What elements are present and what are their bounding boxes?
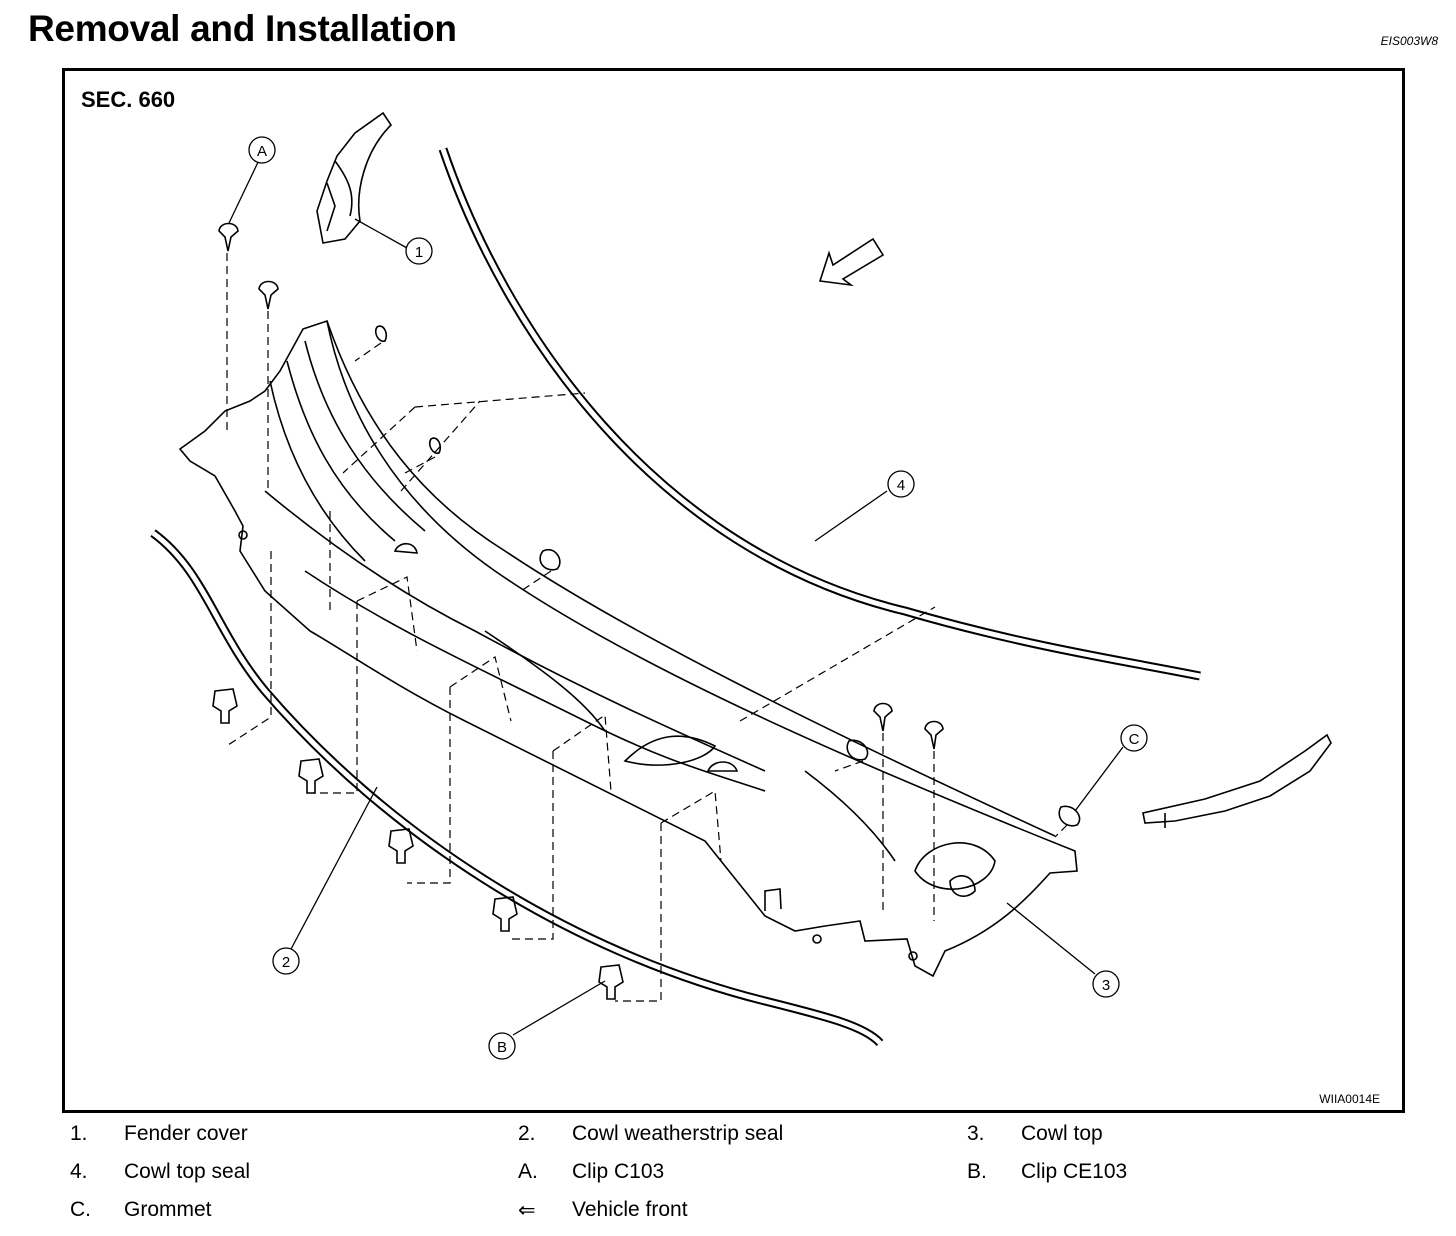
- legend-key: A.: [518, 1160, 538, 1183]
- svg-text:1: 1: [415, 244, 423, 261]
- vehicle-front-arrow-icon: [818, 237, 885, 287]
- figure-code: WIIA0014E: [1319, 1092, 1380, 1106]
- clip-ce103-group: [212, 688, 624, 1000]
- legend-key: 3.: [967, 1122, 985, 1145]
- legend-text: Clip CE103: [1021, 1160, 1128, 1183]
- callout-4: 4: [887, 470, 915, 498]
- svg-text:A: A: [257, 143, 267, 160]
- legend-text: Cowl weatherstrip seal: [572, 1122, 784, 1145]
- legend-key: B.: [967, 1160, 987, 1183]
- legend-text: Fender cover: [124, 1122, 248, 1145]
- svg-text:B: B: [497, 1039, 507, 1056]
- callout-a: A: [248, 136, 276, 164]
- svg-text:3: 3: [1102, 977, 1110, 994]
- cowl-weatherstrip-seal: [150, 529, 884, 1047]
- exploded-view-drawing: 1 2 3 4 A B C: [150, 111, 1332, 1060]
- svg-text:2: 2: [282, 954, 290, 971]
- grommet-group: [374, 325, 1081, 827]
- document-code: EIS003W8: [1380, 34, 1438, 48]
- legend-key: 4.: [70, 1160, 88, 1183]
- figure-frame: SEC. 660 WIIA0014E: [62, 68, 1405, 1113]
- svg-text:4: 4: [897, 477, 905, 494]
- legend-text: Vehicle front: [572, 1198, 688, 1221]
- legend-text: Grommet: [124, 1198, 212, 1221]
- fender-cover-right: [1142, 733, 1332, 828]
- legend-key: C.: [70, 1198, 91, 1221]
- legend-text: Cowl top seal: [124, 1160, 251, 1183]
- callout-c: C: [1120, 724, 1148, 752]
- legend-key: 1.: [70, 1122, 88, 1145]
- fender-cover: [316, 111, 393, 244]
- cowl-top-seal: [438, 147, 1201, 681]
- clip-c103-group: [218, 222, 944, 750]
- section-label: SEC. 660: [81, 87, 176, 112]
- callout-1: 1: [405, 237, 433, 265]
- legend-text: Clip C103: [572, 1160, 665, 1183]
- svg-text:C: C: [1129, 731, 1140, 748]
- callout-b: B: [488, 1032, 516, 1060]
- callout-2: 2: [272, 947, 300, 975]
- page-title: Removal and Installation: [28, 8, 457, 49]
- callout-3: 3: [1092, 970, 1120, 998]
- legend-text: Cowl top: [1021, 1122, 1103, 1145]
- vehicle-front-arrow-icon: ⇐: [518, 1199, 536, 1222]
- cowl-top: [178, 319, 1078, 978]
- legend-key: 2.: [518, 1122, 536, 1145]
